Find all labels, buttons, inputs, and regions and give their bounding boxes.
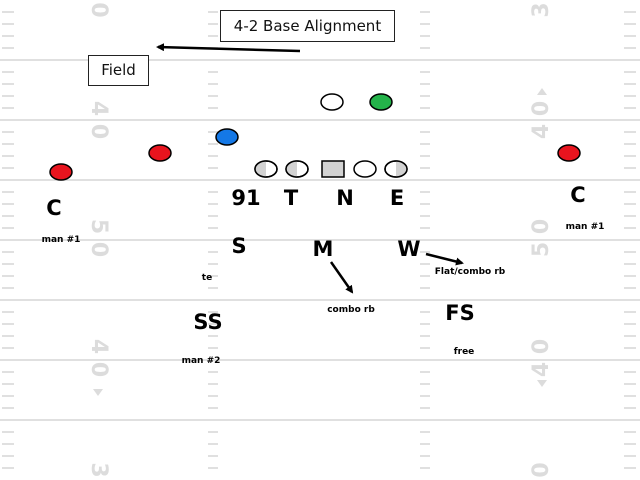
mike-route-arrow: [329, 261, 354, 294]
defender-c-right: C: [570, 183, 586, 207]
defender-e: E: [389, 186, 405, 210]
yard-number-arrows: [93, 76, 547, 396]
direction-arrow-icon: [537, 380, 547, 387]
defender-91: 91: [231, 186, 261, 210]
assignment-mike: combo rb: [327, 305, 375, 315]
hash-marks: [2, 11, 636, 469]
yard-number: 3: [529, 2, 554, 17]
yard-number: 3: [86, 462, 111, 477]
yard-number: 4 0: [529, 101, 554, 139]
offense: [49, 93, 581, 181]
offense-marker-blue: [215, 128, 239, 146]
defender-fs: FS: [445, 301, 475, 325]
defender-w: W: [397, 237, 421, 261]
yard-number: 5 0: [529, 219, 554, 257]
yard-number: 5 0: [86, 219, 111, 257]
offense-marker-red: [148, 144, 172, 162]
field-direction-arrow: [156, 43, 301, 53]
direction-arrow-icon: [537, 88, 547, 95]
assignment-arrows: [156, 43, 464, 294]
yard-number: 0: [529, 462, 554, 477]
defender-c-left: C: [46, 196, 62, 220]
center-square-icon: [321, 160, 345, 178]
assignment-left-corner: man #1: [41, 235, 81, 245]
offense-marker-red: [49, 163, 73, 181]
offensive-lineman: [285, 160, 309, 178]
assignment-sam: te: [201, 273, 213, 283]
yard-number: 0: [86, 2, 111, 17]
yard-number: 4 0: [529, 339, 554, 377]
play-title: 4-2 Base Alignment: [220, 10, 395, 42]
defender-s: S: [231, 234, 247, 258]
yard-number: 4 0: [86, 101, 111, 139]
offensive-lineman: [384, 160, 408, 178]
will-route-arrow: [425, 252, 464, 266]
defender-ss: SS: [193, 310, 223, 334]
yard-number: 4 0: [86, 339, 111, 377]
offense-marker-red: [557, 144, 581, 162]
assignment-right-corner: man #1: [565, 222, 605, 232]
assignment-will: Flat/combo rb: [434, 267, 506, 277]
direction-arrow-icon: [93, 389, 103, 396]
offense-marker-white: [320, 93, 344, 111]
offensive-lineman: [254, 160, 278, 178]
defender-t: T: [283, 186, 299, 210]
assignment-strong-safety: man #2: [181, 356, 221, 366]
offense-marker-green: [369, 93, 393, 111]
yard-lines: [0, 59, 640, 421]
field-label: Field: [88, 55, 149, 86]
yard-numbers: 0 4 0 5 0 4 0 3 3 4 0 5 0 4 0 0: [86, 2, 554, 477]
offensive-lineman: [353, 160, 377, 178]
assignment-free-safety: free: [453, 347, 475, 357]
defender-n: N: [336, 186, 354, 210]
defender-m: M: [312, 237, 334, 261]
